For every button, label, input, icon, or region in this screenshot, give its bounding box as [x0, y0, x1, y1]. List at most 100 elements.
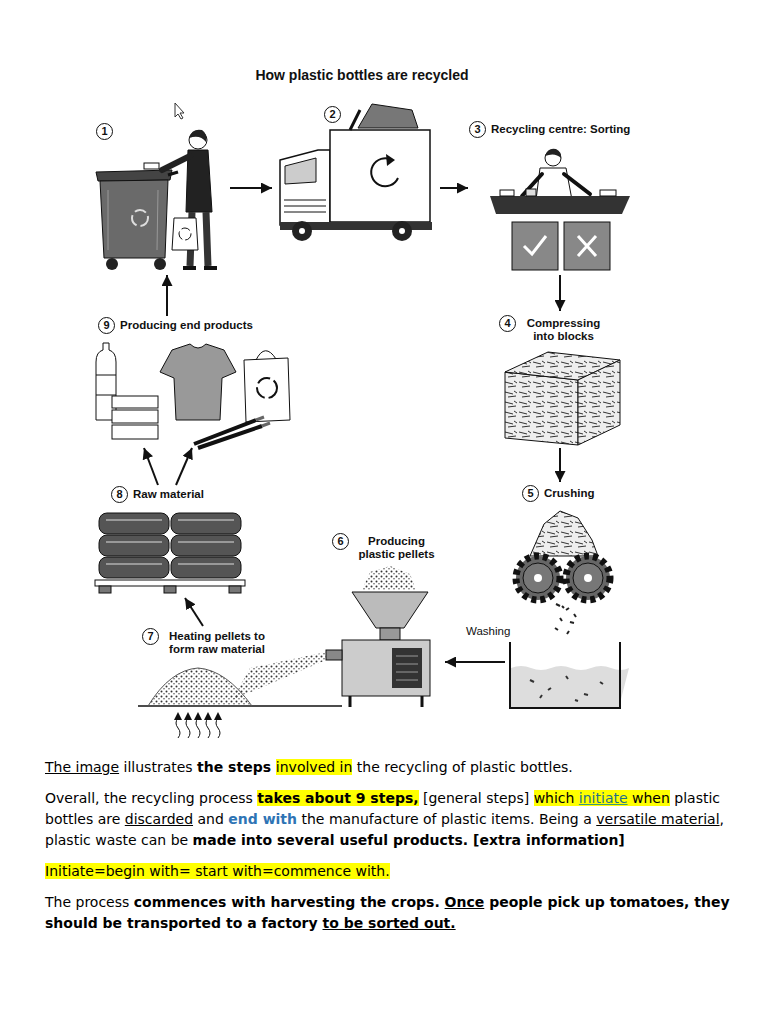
step-header: 2 [324, 106, 341, 123]
step-header: 8 Raw material [111, 486, 204, 503]
end-products [112, 425, 158, 439]
collection-truck [386, 154, 395, 166]
crushing-gears [584, 574, 592, 582]
text-run: and [193, 811, 228, 827]
step-number: 7 [142, 628, 159, 645]
raw-material-pallet [106, 520, 234, 564]
bin-and-person [132, 210, 148, 226]
text-paragraph: Overall, the recycling process takes abo… [45, 788, 745, 851]
process-step: 3 Recycling centre: Sorting [468, 120, 636, 275]
bin-and-person [106, 258, 118, 270]
step-header: 7 Heating pellets to form raw material [142, 628, 270, 656]
text-run: the steps [197, 759, 276, 775]
end-products [256, 351, 276, 360]
bin-and-person [144, 163, 159, 169]
step-label: Heating pellets to form raw material [164, 628, 270, 656]
sorting-station [524, 236, 546, 254]
pellet-machine [232, 652, 326, 700]
step-header: 6 Producing plastic pellets [332, 533, 439, 561]
washing-tank [530, 676, 603, 701]
flow-arrow [445, 661, 505, 663]
text-run: takes about 9 steps, [257, 790, 418, 806]
collection-truck [358, 104, 418, 128]
text-run: involved in [276, 759, 353, 775]
sorting-station [564, 222, 610, 270]
flow-arrow [144, 448, 158, 485]
heated-pellet-pile [176, 718, 220, 738]
raw-material-pallet [229, 586, 241, 593]
bin-and-person [183, 266, 217, 270]
step-number: 3 [469, 121, 486, 138]
compressed-block [505, 352, 620, 445]
text-run: versatile material [596, 811, 719, 827]
step-number: 2 [324, 106, 341, 123]
collection-truck [292, 221, 312, 241]
step-number: 4 [499, 315, 516, 332]
heated-pellet-pile [174, 712, 222, 720]
raw-material-pallet [99, 557, 169, 578]
end-products [96, 375, 116, 395]
bin-and-person [179, 228, 191, 240]
raw-material-pallet [164, 586, 176, 593]
sorting-station [600, 190, 616, 196]
pellet-machine [342, 640, 430, 696]
crushing-gears [530, 511, 598, 556]
diagram-title: How plastic bottles are recycled [0, 66, 724, 84]
step-label: Crushing [544, 485, 594, 500]
raw-material-pallet [95, 580, 245, 586]
text-run: The process [45, 894, 134, 910]
washing-tank [511, 666, 629, 707]
bin-and-person [189, 130, 207, 142]
flow-arrow [230, 187, 272, 189]
sorting-station [490, 196, 630, 214]
raw-material-pallet [99, 535, 169, 556]
text-run: which [534, 790, 579, 806]
step-label: Producing end products [120, 317, 253, 332]
text-paragraph: The process commences with harvesting th… [45, 892, 745, 934]
mouse-cursor [175, 103, 184, 119]
step-label: Producing plastic pellets [354, 533, 439, 561]
step-header: 3 Recycling centre: Sorting [469, 121, 630, 138]
sorting-station [545, 149, 561, 158]
pellet-machine [396, 656, 418, 680]
bin-and-person [96, 130, 217, 270]
step-label: Compressing into blocks [521, 315, 606, 343]
text-run: Once [445, 894, 485, 910]
process-step: 9Producing end products [88, 316, 292, 448]
text-run: illustrates [119, 759, 197, 775]
sorting-station [522, 174, 590, 196]
washing-tank [510, 642, 620, 708]
text-paragraph: Initiate=begin with= start with=commence… [45, 861, 745, 882]
bin-and-person [172, 218, 198, 250]
end-products [112, 410, 158, 423]
step-number: 8 [111, 486, 128, 503]
crushing-gears [516, 511, 610, 634]
compressed-block [578, 360, 620, 445]
mouse-cursor [175, 103, 184, 119]
process-step: 6 Producing plastic pellets [318, 530, 445, 712]
text-run: end with [228, 811, 297, 827]
step-number: 6 [332, 533, 349, 550]
step-label: Raw material [133, 486, 204, 501]
collection-truck [285, 158, 316, 184]
pellet-machine [362, 566, 416, 590]
sorting-station [500, 190, 514, 196]
step-header: 5Crushing [522, 485, 594, 502]
collection-truck [280, 150, 330, 225]
step-header: 4 Compressing into blocks [499, 315, 606, 343]
process-step: 4 Compressing into blocks [497, 311, 625, 448]
step-label: Recycling centre: Sorting [491, 121, 630, 136]
bin-and-person [100, 180, 168, 258]
crushing-gears [523, 563, 553, 593]
end-products [256, 417, 270, 426]
raw-material-pallet [171, 557, 241, 578]
end-products [96, 343, 290, 448]
end-products [112, 396, 158, 408]
process-step: 2 [272, 104, 440, 242]
text-run: when [628, 790, 670, 806]
raw-material-pallet [99, 586, 111, 593]
step-header: 1 [96, 123, 113, 140]
step-number: 1 [96, 123, 113, 140]
compressed-block [505, 372, 578, 445]
collection-truck [350, 110, 360, 130]
